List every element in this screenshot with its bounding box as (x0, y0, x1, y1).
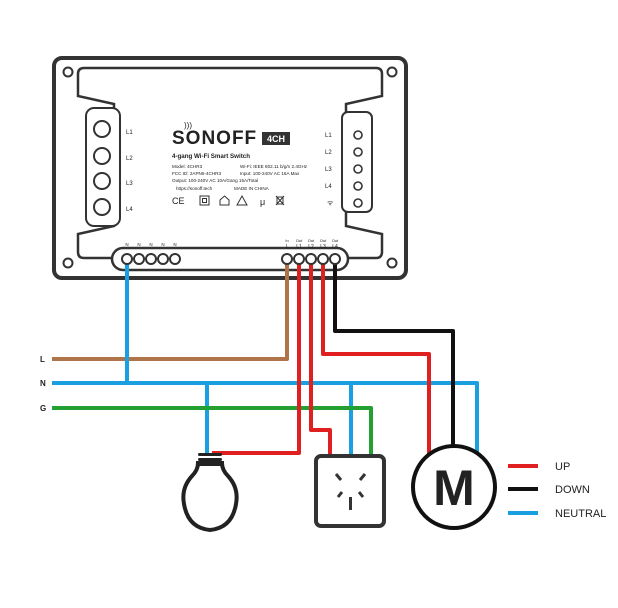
led-icon (353, 181, 363, 191)
motor-icon: M (411, 444, 497, 530)
motor-symbol: M (433, 460, 475, 516)
neutral-wire (52, 381, 479, 455)
mount-hole-icon (386, 257, 398, 269)
output-line: Output: 100-240V AC 10A/Gang 15A/Total (172, 178, 258, 183)
n-terminal-label: N (125, 242, 128, 247)
fcc-line: FCC ID: 2APN5-4CHR3 (172, 171, 221, 176)
terminal-screw-icon[interactable] (329, 253, 341, 265)
terminal-screw-icon[interactable] (169, 253, 181, 265)
motor-up-wire (321, 259, 431, 455)
mount-hole-icon (62, 257, 74, 269)
left-label-l2: L2 (126, 156, 133, 162)
bulb-live-wire (212, 259, 301, 455)
terminal-bottom-label: L1 (296, 244, 302, 250)
terminal-screw-icon[interactable] (157, 253, 169, 265)
mount-hole-icon (386, 66, 398, 78)
made-in-line: MADE IN CHINA (234, 186, 270, 191)
terminal-screws (121, 253, 341, 265)
right-label-l3: L3 (325, 167, 332, 173)
terminal-top-label: Out (332, 238, 339, 243)
device-label-text: SONOFF ))) 4CH 4-gang Wi-Fi Smart Switch… (172, 121, 308, 207)
led-icon (353, 164, 363, 174)
terminal-screw-icon[interactable] (133, 253, 145, 265)
input-line: Input: 100-240V AC 16A Max (240, 171, 300, 176)
indoor-use-icon (219, 195, 230, 206)
terminal-screw-icon[interactable] (293, 253, 305, 265)
led-icon (353, 130, 363, 140)
legend-label-up: UP (555, 461, 570, 473)
legend-label-neutral: NEUTRAL (555, 508, 606, 520)
channel-button-l1[interactable] (93, 120, 111, 138)
mains-label-g: G (40, 404, 46, 413)
motor-down-wire (333, 259, 455, 446)
terminal-top-label: Out (296, 238, 303, 243)
right-label-l4: L4 (325, 184, 332, 190)
legend: UP DOWN NEUTRAL (508, 461, 606, 520)
right-label-l2: L2 (325, 150, 332, 156)
wifi-icon: ᯤ (327, 200, 334, 207)
wifi-signal-icon: ))) (184, 121, 192, 130)
terminal-top-label: In (285, 238, 288, 243)
terminal-bottom-label: L3 (320, 244, 326, 250)
terminal-screw-icon[interactable] (121, 253, 133, 265)
led-icon (353, 198, 363, 208)
n-terminal-label: N (173, 242, 176, 247)
wifi-line: Wi-Fi: IEEE 802.11 b/g/n 2.4GHz (240, 164, 308, 169)
ce-mark-icon: CE (172, 196, 185, 206)
terminal-top-label: Out (308, 238, 315, 243)
terminal-labels: N N N N N In Out Out Out Out L L1 L2 L3 … (125, 238, 339, 250)
terminal-bottom-label: L2 (308, 244, 314, 250)
terminal-top-label: Out (320, 238, 327, 243)
mains-label-n: N (40, 379, 46, 388)
terminal-bottom-label: L (286, 244, 289, 250)
micro-gap-icon: μ (260, 197, 265, 207)
left-label-l1: L1 (126, 130, 133, 136)
terminal-screw-icon[interactable] (317, 253, 329, 265)
led-icon (353, 147, 363, 157)
channel-button-l4[interactable] (93, 198, 111, 216)
sonoff-4ch-device (52, 56, 408, 280)
right-label-l1: L1 (325, 133, 332, 139)
n-terminal-label: N (149, 242, 152, 247)
terminal-bottom-label: L4 (332, 244, 338, 250)
terminal-screw-icon[interactable] (281, 253, 293, 265)
left-label-l3: L3 (126, 181, 133, 187)
product-name: 4-gang Wi-Fi Smart Switch (172, 153, 250, 160)
channel-button-l2[interactable] (93, 147, 111, 165)
model-line: Model: 4CHR3 (172, 164, 203, 169)
wires (52, 259, 479, 456)
light-bulb-icon (181, 453, 239, 533)
model-badge: 4CH (267, 134, 285, 144)
n-terminal-label: N (137, 242, 140, 247)
legend-label-down: DOWN (555, 484, 590, 496)
warning-icon (236, 194, 248, 206)
left-label-l4: L4 (126, 207, 133, 213)
double-insulation-icon (199, 195, 210, 206)
socket-live-wire (309, 259, 332, 455)
channel-button-l3[interactable] (93, 172, 111, 190)
terminal-screw-icon[interactable] (305, 253, 317, 265)
live-wire (52, 259, 289, 361)
terminal-screw-icon[interactable] (145, 253, 157, 265)
mains-label-l: L (40, 355, 45, 364)
brand-logo: SONOFF (172, 128, 257, 149)
mount-hole-icon (62, 66, 74, 78)
ground-wire (52, 406, 373, 455)
power-socket-icon (314, 454, 386, 528)
n-terminal-label: N (161, 242, 164, 247)
channel-leds: L1 L2 L3 L4 ᯤ (325, 130, 363, 208)
channel-buttons: L1 L2 L3 L4 (93, 120, 133, 216)
mains-labels: L N G (40, 355, 46, 413)
url-line: https://sonoff.tech (176, 186, 213, 191)
